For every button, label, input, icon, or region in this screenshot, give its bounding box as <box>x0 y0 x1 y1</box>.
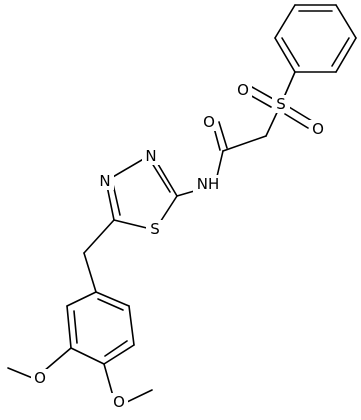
bond <box>274 4 296 39</box>
phenyl-ring <box>274 4 357 73</box>
bond <box>112 183 121 216</box>
thiadiazole-nitrogen-4-label: N <box>99 172 110 190</box>
bond <box>83 252 97 293</box>
amide-nitrogen-label: NH <box>197 175 220 193</box>
amide-oxygen-label: O <box>203 113 215 131</box>
bond <box>149 159 171 193</box>
thiadiazole-ring <box>105 153 178 231</box>
bond <box>335 4 357 39</box>
thiadiazole-sulfur-label: S <box>150 220 160 238</box>
bond <box>43 347 72 372</box>
benzyl-linker <box>83 219 115 293</box>
bond <box>83 219 115 254</box>
double-bond <box>284 113 309 129</box>
methoxy-oxygen-4-label: O <box>113 393 125 411</box>
sulfonyl-sulfur-label: S <box>276 95 286 113</box>
bond <box>222 135 267 152</box>
bond <box>274 37 296 73</box>
double-bond <box>218 121 228 149</box>
methoxy-groups <box>7 347 153 404</box>
aromatic-inner-bond <box>104 340 128 357</box>
bond <box>95 291 130 307</box>
double-bond <box>288 106 313 122</box>
bond <box>70 347 105 365</box>
double-bond <box>251 86 276 101</box>
atom-labels: O NH S O O S N N O O <box>31 81 327 411</box>
bond <box>66 291 97 307</box>
dimethoxyphenyl-ring <box>66 291 135 365</box>
bond <box>124 389 153 404</box>
bond <box>7 367 36 380</box>
bond <box>128 305 135 346</box>
methoxy-oxygen-3-label: O <box>34 369 46 387</box>
aromatic-inner-bond <box>97 298 124 311</box>
bond <box>66 305 72 349</box>
thiadiazole-nitrogen-3-label: N <box>145 147 156 165</box>
sulfonyl-oxygen-left-label: O <box>237 81 249 99</box>
aromatic-inner-bond <box>331 37 350 67</box>
bond <box>335 37 357 73</box>
bond <box>103 344 135 365</box>
bond <box>103 363 114 397</box>
aromatic-inner-bond <box>281 37 300 67</box>
aromatic-inner-bond <box>73 310 78 344</box>
sulfonyl-oxygen-right-label: O <box>312 120 324 138</box>
